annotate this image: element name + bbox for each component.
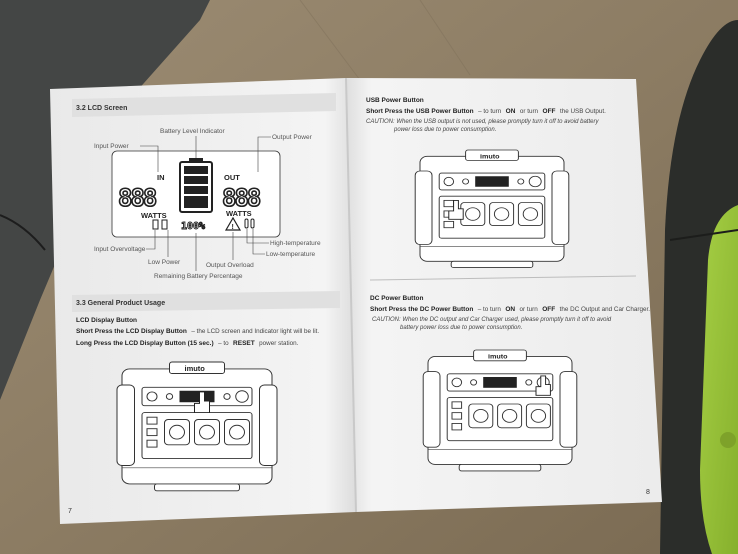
battery-percentage-readout: 100% [181,221,205,232]
left-page: 3.2 LCD Screen IN OUT 888 888 WATTS WATT… [50,78,356,524]
out-label: OUT [224,173,240,182]
label-low-temperature: Low-temperature [266,251,316,258]
right-page: USB Power Button Short Press the USB Pow… [346,78,662,512]
input-overvoltage-icon [152,219,168,230]
svg-text:imuto: imuto [185,364,206,373]
svg-text:!: ! [232,224,234,231]
usb-caution-line-2: power loss due to power consumption. [393,127,496,133]
output-watts-digits: 888 [222,184,260,212]
section-divider [369,275,637,281]
thermometer-icons [244,218,255,229]
power-station-illustration-dc: imuto [422,349,578,472]
left-page-number: 7 [68,508,72,515]
label-high-temperature: High-temperature [270,240,321,247]
book-spine [345,77,357,513]
power-station-illustration-usb: imuto [414,149,570,269]
in-label: IN [157,173,165,182]
right-page-number: 8 [646,489,650,496]
label-output-overload: Output Overload [206,262,254,269]
dc-caution-line-2: battery power loss due to power consumpt… [400,325,522,331]
label-battery-level-indicator: Battery Level Indicator [160,128,226,135]
usb-caution-line-1: CAUTION: When the USB output is not used… [366,119,599,125]
label-input-power: Input Power [94,143,130,150]
battery-level-icon [179,158,213,213]
usb-short-press-instruction: Short Press the USB Power Button – to tu… [366,100,606,117]
section-lcd-screen-heading: 3.2 LCD Screen [76,105,127,112]
lcd-screen-diagram: IN OUT 888 888 WATTS WATTS 100% ! [111,150,281,238]
hand-pointer-icon [535,375,551,396]
label-remaining-battery-percentage: Remaining Battery Percentage [154,273,243,280]
svg-text:imuto: imuto [480,154,500,161]
hand-pointer-icon [194,391,210,414]
output-watts-unit: WATTS [226,209,252,218]
svg-text:imuto: imuto [488,354,508,361]
dc-power-button-title: DC Power Button [370,295,423,302]
short-press-instruction: Short Press the LCD Display Button – the… [76,320,319,337]
label-output-power: Output Power [272,134,313,141]
label-input-overvoltage: Input Overvoltage [94,246,146,253]
hand-pointer-icon [448,199,464,220]
long-press-instruction: Long Press the LCD Display Button (15 se… [76,332,299,349]
dc-short-press-instruction: Short Press the DC Power Button – to tur… [370,298,650,315]
input-watts-digits: 888 [118,184,156,212]
warning-triangle-icon: ! [224,216,242,231]
usb-power-button-title: USB Power Button [366,97,424,104]
lcd-display-button-title: LCD Display Button [76,317,137,324]
dc-caution-line-1: CAUTION: When the DC output and Car Char… [372,317,612,323]
label-low-power: Low Power [148,259,181,266]
power-station-illustration-lcd: imuto [116,361,278,492]
green-power-station-device [660,20,738,554]
section-general-usage-heading: 3.3 General Product Usage [76,300,165,307]
input-watts-unit: WATTS [141,211,167,220]
